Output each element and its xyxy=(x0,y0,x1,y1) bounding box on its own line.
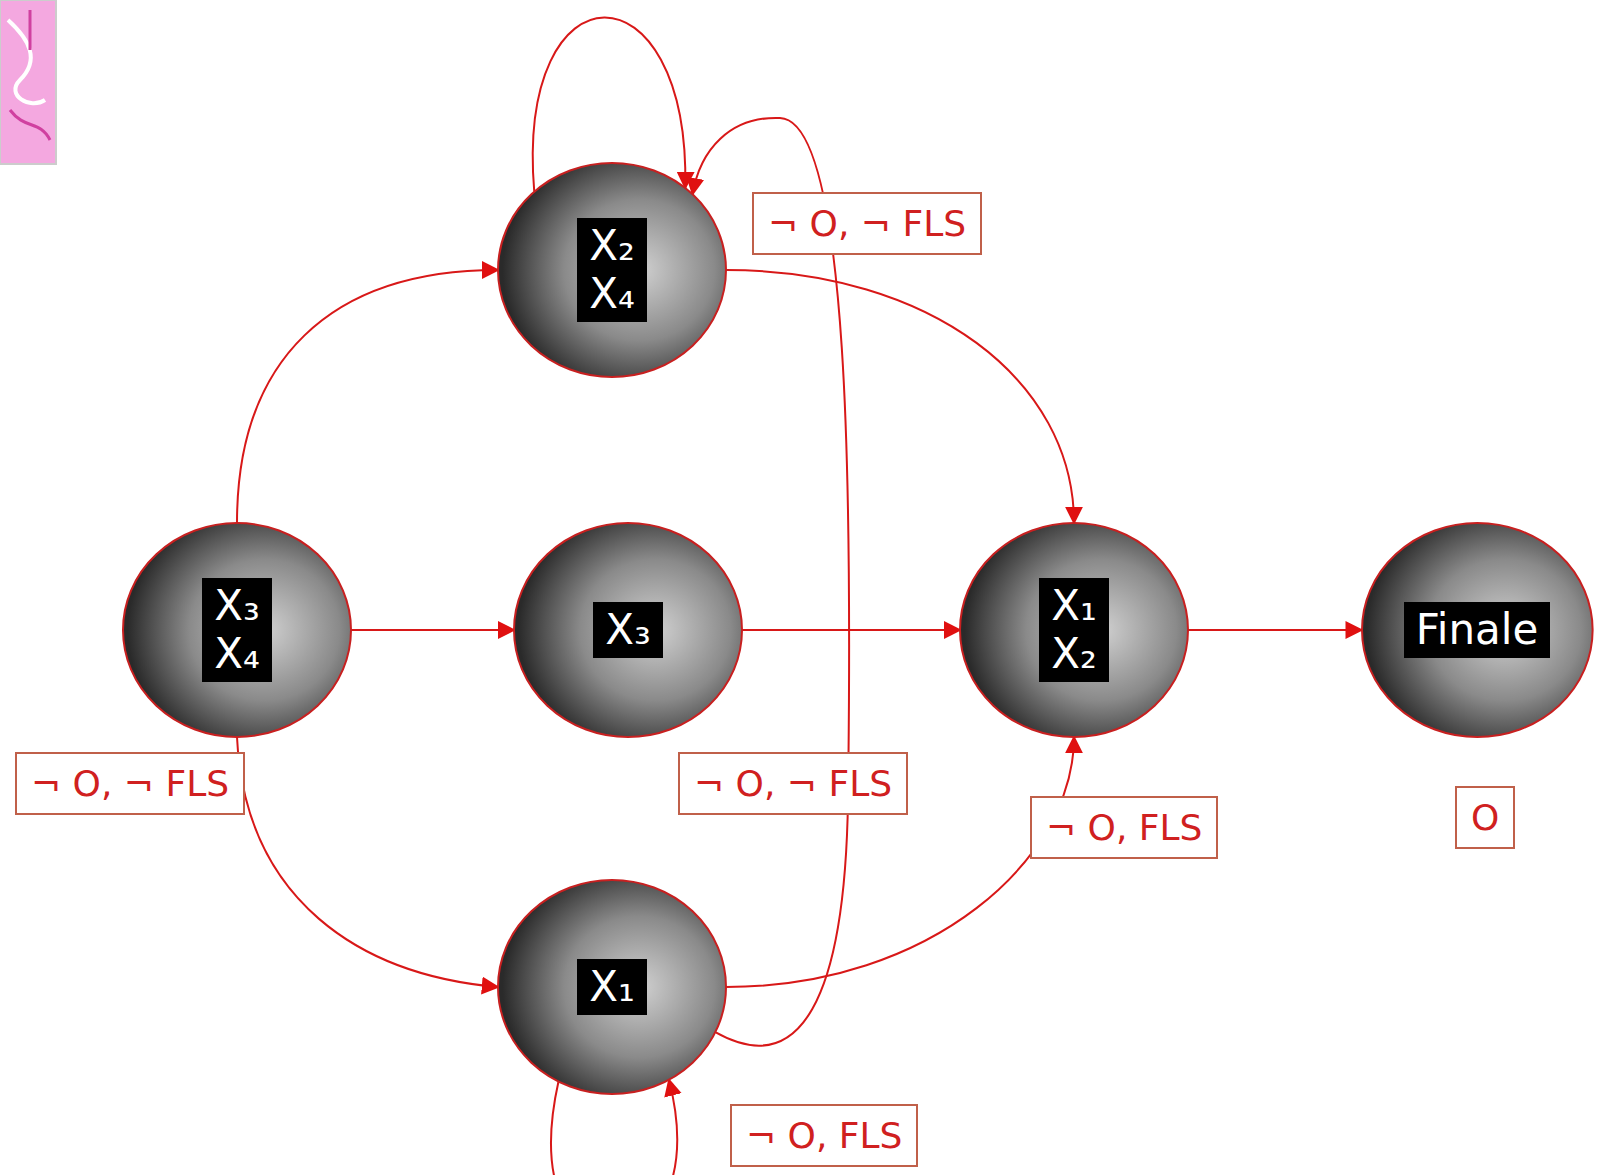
state-annotation: ¬ O, ¬ FLS xyxy=(678,752,908,815)
state-circle: Finale xyxy=(1361,522,1594,738)
state-name: X₃ X₄ xyxy=(202,578,272,683)
state-circle: X₂ X₄ xyxy=(497,162,727,378)
state-annotation: ¬ O, ¬ FLS xyxy=(15,752,245,815)
transition-arrow xyxy=(237,270,498,523)
state-circle: X₁ xyxy=(497,879,727,1095)
logo-picture xyxy=(0,0,60,170)
state-name: X₁ X₂ xyxy=(1039,578,1109,683)
state-circle: X₁ X₂ xyxy=(959,522,1189,738)
state-name: X₁ xyxy=(577,959,647,1015)
state-annotation: ¬ O, FLS xyxy=(730,1104,918,1167)
state-circle: X₃ X₄ xyxy=(122,522,352,738)
state-name: X₂ X₄ xyxy=(577,218,647,323)
state-name: X₃ xyxy=(593,602,663,658)
state-circle: X₃ xyxy=(513,522,743,738)
transition-arrow xyxy=(742,629,960,631)
transition-arrow xyxy=(1188,629,1362,631)
transition-arrow xyxy=(351,629,514,631)
state-annotation: O xyxy=(1455,786,1515,849)
state-annotation: ¬ O, ¬ FLS xyxy=(752,192,982,255)
transition-arrow xyxy=(726,270,1074,523)
transition-arrow xyxy=(237,737,498,987)
state-name: Finale xyxy=(1404,602,1551,658)
state-annotation: ¬ O, FLS xyxy=(1030,796,1218,859)
